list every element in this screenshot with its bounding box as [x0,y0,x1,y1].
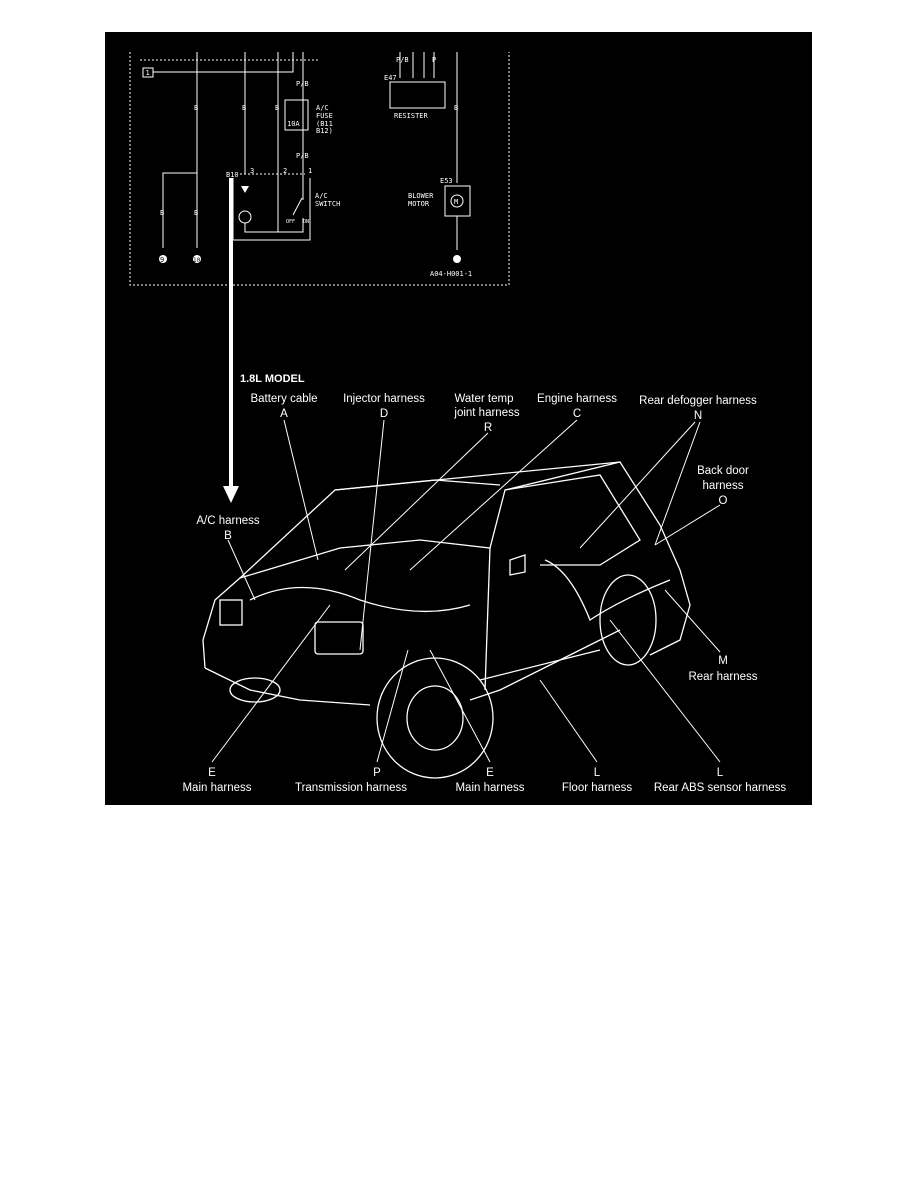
svg-text:9: 9 [160,256,164,264]
label-floor-harness: L [594,767,601,779]
ground-icon [193,255,201,263]
svg-text:harness: harness [703,480,744,492]
svg-text:Main harness: Main harness [455,782,524,794]
svg-text:RESISTER: RESISTER [394,112,429,120]
label-rear-defogger-harness: Rear defogger harness [639,395,757,407]
svg-text:B: B [224,530,232,542]
svg-text:B: B [194,209,198,217]
arrow-down-icon [223,178,239,503]
label-transmission-harness: P [373,767,381,779]
resistor-box [389,81,446,109]
label-injector-harness: Injector harness [343,393,425,405]
svg-text:P/B: P/B [396,56,409,64]
svg-text:1: 1 [308,167,312,175]
svg-text:FUSE: FUSE [316,112,333,120]
terminal-label: 1 [146,69,150,77]
switch-contact [292,197,303,216]
lamp-icon [238,210,252,224]
svg-text:joint harness: joint harness [453,407,519,419]
svg-text:10A: 10A [287,120,300,128]
label-back-door-harness: Back door [697,465,749,477]
svg-text:R: R [484,422,492,434]
svg-text:3: 3 [250,167,254,175]
svg-text:SWITCH: SWITCH [315,200,340,208]
diode-icon [241,186,249,193]
leader-lines [211,419,721,763]
svg-text:Floor harness: Floor harness [562,782,633,794]
svg-text:(B11: (B11 [316,120,333,128]
svg-text:B10: B10 [226,171,239,179]
harness-labels: Battery cable A Injector harness D Water… [182,393,786,794]
schematic-frame [129,52,510,286]
svg-text:B: B [194,104,198,112]
svg-text:B12): B12) [316,127,333,135]
ground-icon [453,255,461,263]
label-water-temp-harness: Water temp [454,393,513,405]
svg-text:10: 10 [193,257,201,264]
svg-text:B: B [242,104,246,112]
schematic: 1 B B B 9 10 B B P/B 10A A/C FUSE (B11 B… [129,52,510,286]
svg-text:D: D [380,408,388,420]
svg-text:OFF: OFF [286,219,295,225]
svg-text:P/B: P/B [296,80,309,88]
label-engine-harness: Engine harness [537,393,617,405]
svg-text:ON: ON [303,219,309,225]
svg-text:A/C: A/C [316,104,329,112]
svg-text:Rear harness: Rear harness [688,671,757,683]
svg-text:A/C: A/C [315,192,328,200]
svg-text:E47: E47 [384,74,397,82]
svg-text:P: P [432,56,436,64]
vehicle-outline [202,461,691,779]
motor-icon [450,194,464,208]
svg-text:B: B [454,104,458,112]
model-title: 1.8L MODEL [240,373,305,385]
svg-text:Main harness: Main harness [182,782,251,794]
label-rear-harness: M [718,655,728,667]
label-rear-abs-harness: L [717,767,724,779]
svg-text:E53: E53 [440,177,453,185]
svg-text:Transmission harness: Transmission harness [295,782,407,794]
svg-text:M: M [454,198,458,206]
svg-text:O: O [719,495,728,507]
svg-text:B: B [160,209,164,217]
label-main-harness-2: E [486,767,494,779]
label-battery-cable: Battery cable [250,393,317,405]
svg-text:C: C [573,408,581,420]
svg-text:Rear ABS sensor harness: Rear ABS sensor harness [654,782,787,794]
svg-text:A: A [280,408,288,420]
fuse-box [284,99,309,131]
svg-text:N: N [694,410,702,422]
svg-text:B: B [275,104,279,112]
svg-text:A04-H001-1: A04-H001-1 [430,270,472,278]
svg-text:P/B: P/B [296,152,309,160]
svg-text:BLOWER: BLOWER [408,192,434,200]
ground-icon [159,255,167,263]
svg-text:2: 2 [283,167,287,175]
label-ac-harness: A/C harness [196,515,260,527]
svg-text:MOTOR: MOTOR [408,200,430,208]
label-main-harness: E [208,767,216,779]
